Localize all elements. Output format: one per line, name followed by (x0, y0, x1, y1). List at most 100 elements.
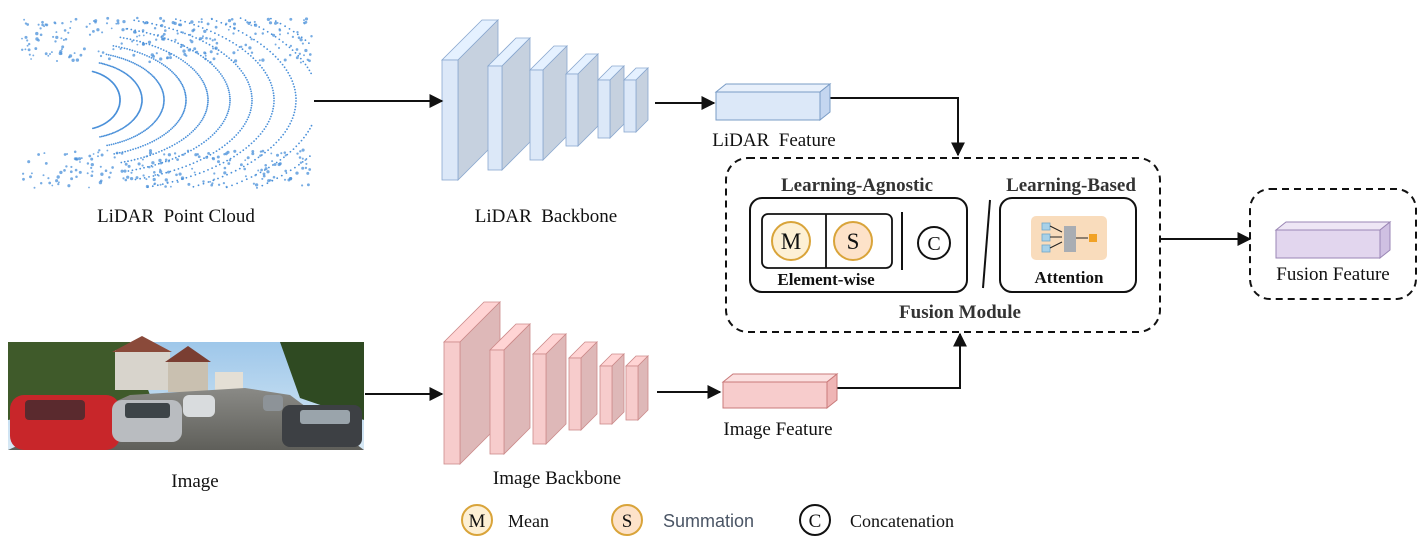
lidar-point (162, 94, 165, 96)
lidar-point (221, 75, 224, 77)
lidar-point (120, 46, 123, 49)
lidar-point (239, 17, 242, 19)
lidar-point (155, 78, 158, 81)
lidar-point (295, 56, 299, 60)
lidar-point (182, 112, 185, 115)
lidar-point (214, 32, 216, 35)
lidar-point (186, 46, 189, 49)
lidar-point (174, 41, 176, 43)
legend: M Mean S Summation C Concatenation (461, 504, 954, 536)
lidar-point (279, 61, 282, 63)
lidar-point (149, 72, 152, 75)
image-label: Image (171, 471, 218, 492)
lidar-point (97, 155, 99, 158)
lidar-point (166, 57, 169, 60)
lidar-point (123, 47, 126, 50)
lidar-point (172, 125, 175, 128)
lidar-point (263, 128, 266, 131)
lidar-point (236, 182, 239, 185)
lidar-point (173, 169, 176, 172)
lidar-point (290, 120, 293, 122)
lidar-point (106, 144, 108, 147)
lidar-point (184, 20, 187, 23)
lidar-point (166, 147, 169, 150)
lidar-point (150, 74, 153, 76)
lidar-point (153, 121, 156, 124)
lidar-point (250, 176, 253, 178)
lidar-point (228, 104, 231, 106)
lidar-point (272, 53, 274, 56)
lidar-point (299, 38, 303, 42)
lidar-point (108, 176, 111, 179)
lidar-point (165, 50, 168, 53)
lidar-point (188, 22, 191, 25)
lidar-point (182, 110, 185, 113)
lidar-point (27, 48, 31, 52)
lidar-point (101, 51, 105, 54)
lidar-point (42, 174, 45, 177)
lidar-point (244, 43, 248, 47)
lidar-point (296, 33, 299, 36)
backbone-block-front (487, 65, 503, 171)
lidar-point (55, 179, 59, 183)
lidar-point (226, 150, 230, 154)
lidar-point (48, 181, 52, 185)
lidar-point (108, 64, 110, 67)
lidar-point (176, 142, 179, 144)
lidar-point (261, 66, 263, 69)
lidar-point (265, 125, 267, 128)
lidar-point (177, 77, 180, 80)
lidar-point (213, 38, 217, 41)
lidar-point (284, 169, 288, 173)
backbone-block-front (532, 353, 547, 445)
lidar-point (124, 162, 128, 166)
lidar-point (154, 164, 157, 166)
legend-sum-circle (611, 504, 643, 536)
lidar-point (160, 24, 164, 28)
lidar-point (33, 186, 36, 189)
attention-icon (1031, 216, 1107, 260)
lidar-point (291, 35, 295, 39)
lidar-point (244, 175, 247, 178)
lidar-point (159, 183, 162, 186)
lidar-point (122, 126, 125, 129)
lidar-point (286, 32, 290, 35)
lidar-point (298, 163, 300, 166)
lidar-point (238, 67, 241, 70)
lidar-point (51, 184, 54, 187)
lidar-point (266, 30, 269, 33)
lidar-point (101, 31, 104, 34)
lidar-point (130, 171, 133, 174)
lidar-point (118, 151, 121, 154)
lidar-point (244, 76, 247, 79)
lidar-point (66, 153, 69, 155)
lidar-point (294, 88, 296, 91)
lidar-point (200, 20, 203, 24)
lidar-point (140, 66, 143, 69)
lidar-point (291, 49, 294, 51)
lidar-point (301, 148, 305, 152)
lidar-point (205, 88, 208, 91)
lidar-point (169, 185, 172, 188)
lidar-point (261, 32, 265, 35)
lidar-point (288, 46, 291, 49)
lidar-point (250, 107, 253, 109)
lidar-point (264, 163, 268, 167)
lidar-point (21, 48, 24, 51)
lidar-point (189, 33, 192, 37)
lidar-point (201, 79, 204, 82)
lidar-point (198, 144, 200, 147)
lidar-point (152, 58, 155, 60)
lidar-point (116, 21, 120, 25)
lidar-point (124, 178, 128, 182)
lidar-point (184, 93, 187, 96)
lidar-point (228, 91, 231, 94)
lidar-point (186, 63, 189, 65)
lidar-point (195, 37, 198, 39)
lidar-point (247, 116, 250, 119)
lidar-point (30, 58, 33, 60)
lidar-point (268, 79, 271, 82)
lidar-point (75, 58, 80, 62)
lidar-point (308, 53, 312, 56)
lidar-point (183, 88, 186, 91)
